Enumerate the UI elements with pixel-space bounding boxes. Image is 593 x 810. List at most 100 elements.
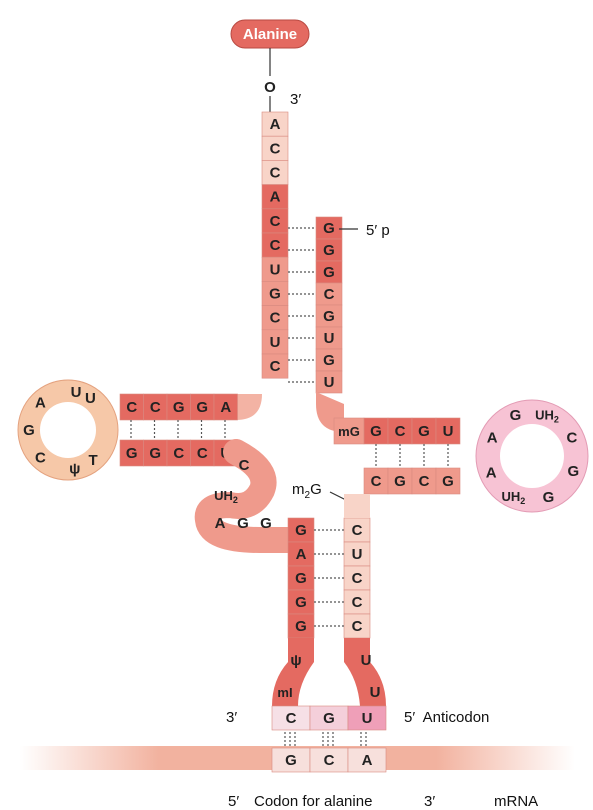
acceptor-3-base: C [270,140,281,157]
anticodon-loop-left-base: ψ [290,652,301,669]
t-bottom-base: C [371,473,382,490]
alanine-label: Alanine [243,26,297,43]
d-loop-base: A [35,394,46,411]
anticodon-loop: ψ mI UU [272,638,386,706]
anticodon-stem-left-base: G [295,522,307,539]
t-loop-base: G [543,489,555,506]
t-top-base: G [418,423,430,440]
variable-base: G [237,515,249,532]
anticodon-stem-left: GAGGG [288,518,314,638]
codon-label: Codon for alanine [254,793,372,810]
d-loop-base: T [88,452,97,469]
d-arm-top-strand: CCGGA [120,394,238,420]
t-loop-base: A [486,464,497,481]
variable-base: C [239,457,250,474]
anticodon-stem-left-base: G [295,570,307,587]
three-prime-top-label: 3′ [290,91,301,108]
anticodon-right-connector [344,494,370,518]
d-loop-center [40,402,96,458]
d-top-base: G [196,399,208,416]
anticodon-stem-left-base: G [295,618,307,635]
anticodon-stem-left-base: G [295,594,307,611]
t-loop-base: C [566,429,577,446]
d-top-base: G [173,399,185,416]
acceptor-3-base: G [269,286,281,303]
anticodon-stem-left-base: A [296,546,307,563]
acceptor-5-base: C [324,286,335,303]
d-top-base: C [150,399,161,416]
t-top-base: G [370,423,382,440]
t-bottom-base: G [394,473,406,490]
acceptor-3-base: C [270,358,281,375]
variable-base: UH2 [214,488,238,505]
anticodon-base: U [362,710,373,727]
t-bottom-base: G [442,473,454,490]
mrna-3prime-label: 3′ [424,793,435,810]
t-top-base: mG [338,424,360,439]
d-loop-base: U [85,390,96,407]
anticodon-label: 5′ Anticodon [404,709,489,726]
codon-base: A [362,752,373,769]
anticodon-loop-right-base: U [370,684,381,701]
acceptor-d-corner [236,368,262,420]
variable-base: A [215,515,226,532]
codon-base: C [324,752,335,769]
anticodon-stem-right-base: U [352,546,363,563]
five-prime-top-label: 5′ p [366,222,390,239]
d-loop-base: G [23,422,35,439]
acceptor-5-base: G [323,242,335,259]
anticodon-loop-right-base: U [361,652,372,669]
codon-base: G [285,752,297,769]
d-bottom-base: G [126,445,138,462]
anticodon-stem-right-base: C [352,570,363,587]
m2g-label: m2G [292,481,322,501]
acceptor-3-base: U [270,261,281,278]
anticodon-base: C [286,710,297,727]
t-loop-base: G [568,463,580,480]
acceptor-5-base: U [324,330,335,347]
d-top-base: C [126,399,137,416]
anticodon-3prime-label: 3′ [226,709,237,726]
d-loop-base: ψ [69,460,80,477]
d-loop-base: C [35,450,46,467]
oxygen-label: O [264,79,276,96]
acceptor-3-base: C [270,213,281,230]
d-bottom-base: G [149,445,161,462]
anticodon-stem-right-base: C [352,618,363,635]
acceptor-5-base: G [323,308,335,325]
variable-base: G [260,515,272,532]
d-top-base: A [220,399,231,416]
anticodon-base: G [323,710,335,727]
acceptor-5-base: G [323,220,335,237]
acceptor-3-base: C [270,237,281,254]
t-bottom-base: C [419,473,430,490]
t-loop-base: G [510,407,522,424]
anticodon-loop-left-base: mI [277,685,292,700]
acceptor-3-base: A [270,189,281,206]
acceptor-5-base: U [324,374,335,391]
acceptor-5-base: G [323,352,335,369]
acceptor-3-base: A [270,116,281,133]
mrna-label: mRNA [494,793,538,810]
t-loop-center [500,424,564,488]
d-bottom-base: C [197,445,208,462]
t-top-base: U [443,423,454,440]
d-loop-base: U [71,384,82,401]
d-bottom-base: C [173,445,184,462]
t-loop-base: A [487,429,498,446]
anticodon-stem-right-base: C [352,594,363,611]
t-top-base: C [395,423,406,440]
anticodon-stem-right-base: C [352,522,363,539]
acceptor-3-base: C [270,165,281,182]
acceptor-3-base: U [270,334,281,351]
